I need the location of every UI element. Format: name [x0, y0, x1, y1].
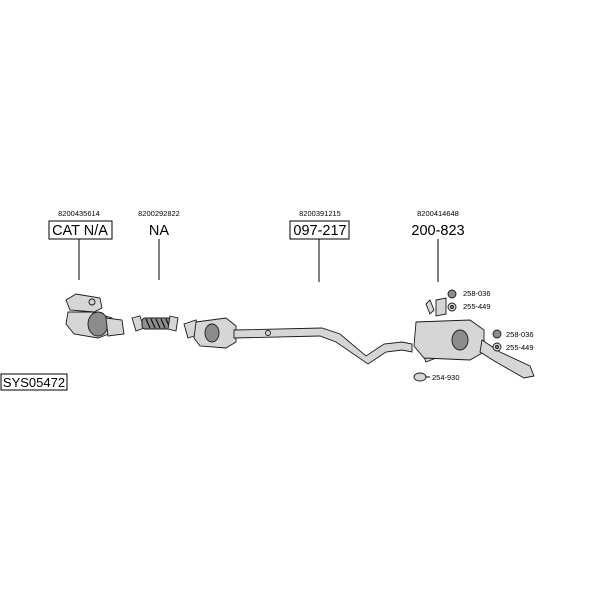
accessory-upper-mount-label: 258-036 [463, 289, 491, 298]
accessory-lower-mount[interactable]: 258-036 [492, 329, 534, 339]
part-number-rear-silencer: 200-823 [411, 223, 464, 239]
system-code-box [0, 373, 68, 391]
group-centre-pipe[interactable]: 8200391215 097-217 [183, 209, 413, 365]
accessory-clamp[interactable]: 254-930 [413, 372, 460, 382]
oem-number-rear-silencer: 8200414648 [417, 209, 459, 218]
accessory-clamp-label: 254-930 [432, 373, 460, 382]
mount-icon [492, 329, 502, 339]
oem-number-catalyst: 8200435614 [58, 209, 100, 218]
part-number-front-pipe: NA [149, 223, 169, 239]
catalytic-converter-drawing [65, 293, 125, 339]
part-number-catalyst: CAT N/A [52, 223, 108, 239]
accessory-upper-rubber-label: 255-449 [463, 302, 491, 311]
oem-number-centre-pipe: 8200391215 [299, 209, 341, 218]
accessory-lower-rubber-label: 255-449 [506, 343, 534, 352]
system-code-label: SYS05472 [3, 375, 65, 390]
accessory-lower-rubber[interactable]: 255-449 [492, 342, 534, 352]
front-pipe-drawing [131, 315, 179, 332]
accessory-upper-mount[interactable]: 258-036 [447, 289, 491, 299]
part-box-catalyst [48, 220, 113, 240]
group-front-pipe[interactable]: 8200292822 NA [131, 209, 180, 332]
group-catalyst[interactable]: 8200435614 CAT N/A [48, 209, 125, 339]
system-code: SYS05472 [0, 373, 68, 391]
accessory-lower-mount-label: 258-036 [506, 330, 534, 339]
centre-pipe-drawing [183, 317, 413, 365]
mount-icon [447, 289, 457, 299]
accessory-upper-rubber[interactable]: 255-449 [447, 302, 491, 312]
oem-number-front-pipe: 8200292822 [138, 209, 180, 218]
part-number-centre-pipe: 097-217 [293, 223, 346, 239]
clamp-icon [413, 372, 427, 382]
